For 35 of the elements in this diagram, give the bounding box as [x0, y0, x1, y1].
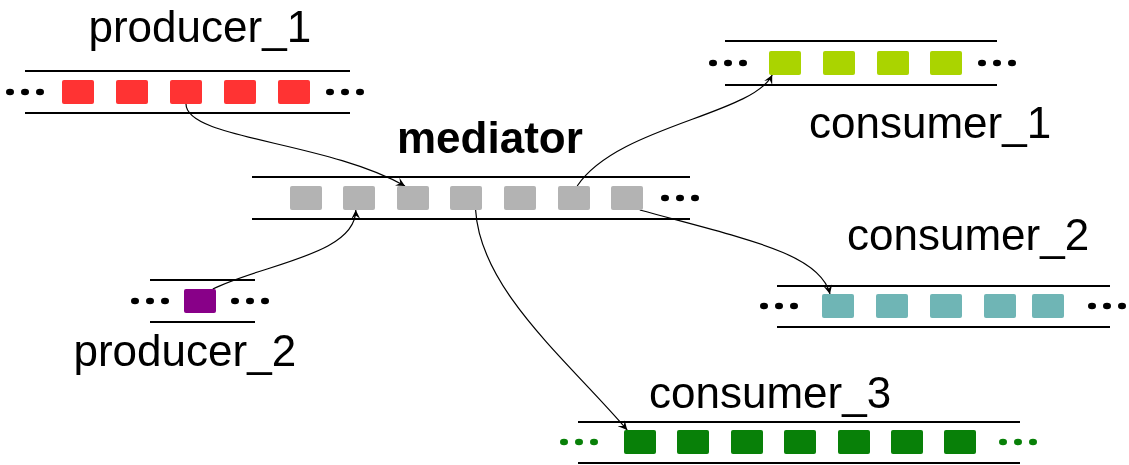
queue-item	[930, 51, 962, 75]
queue-item	[558, 186, 590, 210]
queue-item	[170, 80, 202, 104]
queue-item	[838, 430, 870, 454]
queue-item	[278, 80, 310, 104]
queue-item	[343, 186, 375, 210]
queue-item	[1032, 294, 1064, 318]
queue-item	[184, 289, 216, 313]
queue-title: producer_2	[73, 326, 297, 376]
queue-item	[624, 430, 656, 454]
queue-item	[891, 430, 923, 454]
queue-item	[224, 80, 256, 104]
queue-item	[397, 186, 429, 210]
queue-item	[822, 294, 854, 318]
queue-item	[984, 294, 1016, 318]
queue-item	[677, 430, 709, 454]
queue-title: consumer_1	[809, 98, 1052, 148]
queue-item	[62, 80, 94, 104]
queue-title: producer_1	[88, 2, 312, 52]
queue-title: mediator	[397, 113, 583, 163]
queue-item	[731, 430, 763, 454]
queue-item	[876, 294, 908, 318]
queue-item	[823, 51, 855, 75]
queue-item	[450, 186, 482, 210]
queue-item	[769, 51, 801, 75]
queue-item	[944, 430, 976, 454]
queue-title: consumer_2	[847, 210, 1090, 260]
queue-title: consumer_3	[649, 368, 892, 418]
queue-item	[877, 51, 909, 75]
queue-item	[504, 186, 536, 210]
queue-item	[930, 294, 962, 318]
queue-item	[784, 430, 816, 454]
queue-item	[116, 80, 148, 104]
queue-item	[290, 186, 322, 210]
queue-item	[611, 186, 643, 210]
